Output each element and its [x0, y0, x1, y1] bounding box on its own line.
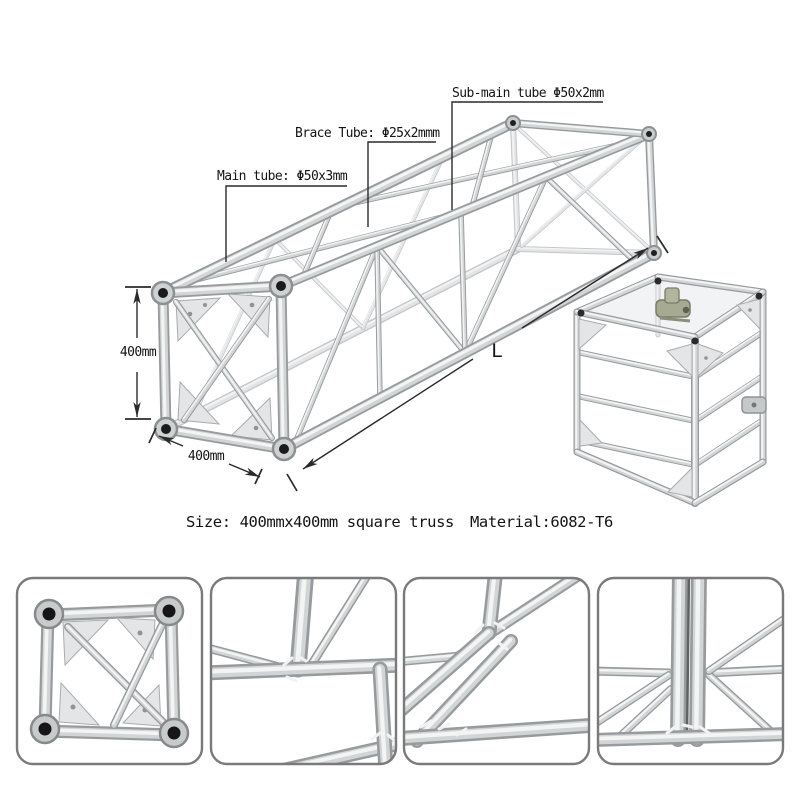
callout-leader-main — [225, 185, 347, 262]
front-end-caps — [150, 273, 297, 462]
caption: Size: 400mmx400mm square truss Material:… — [186, 513, 613, 531]
callout-leader-sub-main — [451, 101, 603, 210]
height-dimension: 400mm — [120, 286, 157, 420]
cube-corner-hole — [577, 309, 585, 317]
callout-sub-main-tube: Sub-main tube Φ50x2mm — [452, 86, 605, 101]
dimension-tick — [286, 473, 298, 492]
dimension-arrow — [302, 358, 474, 470]
width-dimension: 400mm — [148, 427, 263, 485]
cube-gusset-plate — [736, 298, 761, 331]
weld-seam — [419, 719, 468, 737]
detail-thumbnail-vertical-joint — [596, 576, 785, 766]
weld-seam — [665, 723, 711, 735]
callout-brace-tube: Brace Tube: Φ25x2mmm — [295, 126, 440, 141]
thumb-tube-seam — [685, 577, 691, 740]
detail-thumbnail-end-face — [15, 576, 204, 766]
thumbnail-border — [15, 576, 204, 766]
dimension-tick — [656, 235, 669, 254]
main-truss — [150, 115, 662, 462]
callout-main-tube: Main tube: Φ50x3mm — [217, 169, 348, 184]
front-end-face — [150, 273, 297, 462]
thumbnail-border — [596, 576, 785, 766]
clamp-accessory — [655, 287, 691, 323]
detail-thumbnail-diagonal-weld — [402, 576, 591, 766]
corner-gusset-plate — [226, 293, 271, 339]
dimension-arrow — [228, 463, 261, 478]
thumb-end-caps — [29, 595, 190, 749]
width-dimension-label: 400mm — [188, 449, 225, 464]
height-dimension-label: 400mm — [120, 345, 157, 360]
cube-corner-hole — [654, 277, 662, 285]
thumbnail-border — [402, 576, 591, 766]
coupler-bolt — [751, 402, 757, 408]
callout-leader-brace — [367, 141, 436, 227]
cube-gusset-plate — [697, 343, 724, 378]
cube-gusset-plate — [578, 318, 608, 351]
weld-seam — [370, 731, 397, 743]
weld-seam — [282, 654, 308, 683]
cube-corner-hole — [691, 337, 699, 345]
thumb-gusset — [58, 681, 101, 726]
cube-gusset-plate — [666, 466, 693, 498]
callouts: Sub-main tube Φ50x2mm Brace Tube: Φ25x2m… — [217, 86, 605, 262]
cube-gusset-plate — [579, 418, 604, 447]
length-dimension-label: L — [491, 340, 502, 362]
corner-gusset-plate — [175, 297, 222, 343]
dimension-arrow — [521, 247, 649, 329]
detail-thumbnail-tube-joint — [209, 576, 398, 766]
far-end-caps — [505, 115, 662, 261]
weld-seam — [473, 621, 509, 651]
dimension-arrow — [158, 435, 184, 447]
cube-corner-hole — [755, 292, 763, 300]
caption-size: Size: 400mmx400mm square truss — [186, 513, 454, 531]
caption-material: Material:6082-T6 — [470, 513, 613, 531]
cube-gusset-plate — [666, 343, 693, 378]
dimension-tick — [148, 427, 157, 444]
truss-cube-section — [573, 273, 767, 507]
thumbnail-border — [209, 576, 398, 766]
length-dimension: L — [286, 235, 669, 492]
